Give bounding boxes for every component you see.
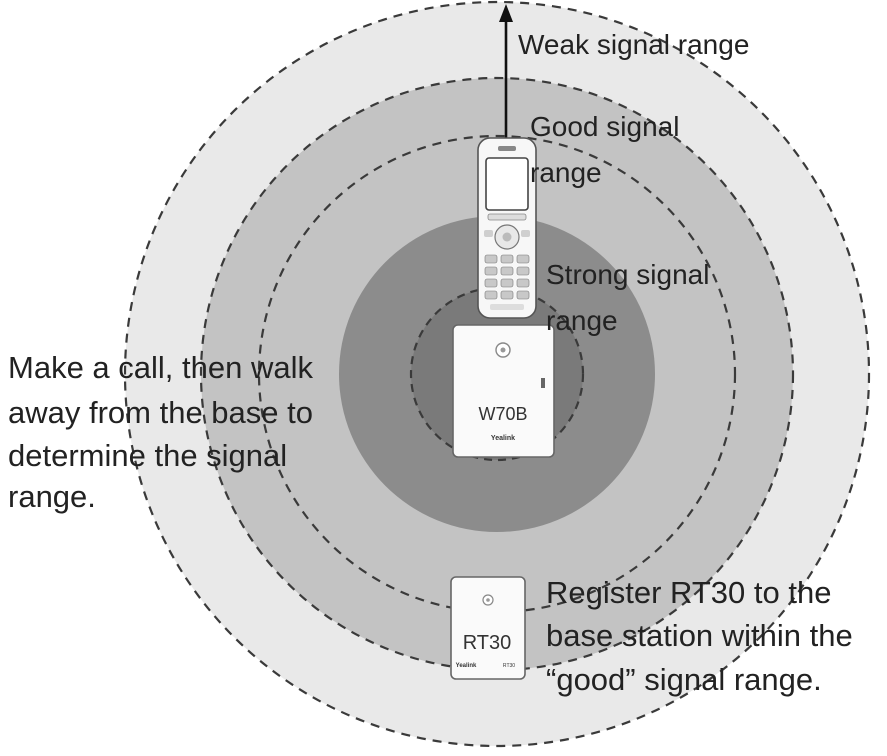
walk-test-line: away from the base to xyxy=(8,395,313,430)
strong-range-label-line: range xyxy=(546,305,618,336)
repeater-model: RT30 xyxy=(463,632,512,654)
repeater-icon: RT30 Yealink RT30 xyxy=(450,576,526,680)
register-line: “good” signal range. xyxy=(546,662,822,697)
weak-range-label: Weak signal range xyxy=(518,29,749,60)
good-range-label-line: range xyxy=(530,157,602,188)
base-station-model: W70B xyxy=(478,404,527,424)
arrow-up-icon xyxy=(499,4,513,138)
handset-icon xyxy=(477,137,537,319)
walk-test-instruction: Make a call, then walk away from the bas… xyxy=(8,350,322,514)
repeater-brand: Yealink xyxy=(456,663,477,669)
base-station-brand: Yealink xyxy=(491,435,515,442)
good-range-label-line: Good signal xyxy=(530,111,679,142)
register-line: Register RT30 to the xyxy=(546,575,831,610)
register-instruction: Register RT30 to the base station within… xyxy=(546,575,861,697)
good-range-label: Good signal range xyxy=(530,111,687,188)
walk-test-line: range. xyxy=(8,479,96,514)
walk-test-line: Make a call, then walk xyxy=(8,350,313,385)
register-line: base station within the xyxy=(546,618,853,653)
strong-range-label-line: Strong signal xyxy=(546,259,709,290)
walk-test-line: determine the signal xyxy=(8,438,287,473)
strong-range-label: Strong signal range xyxy=(546,259,717,336)
base-station-icon: W70B Yealink xyxy=(452,324,555,458)
repeater-tag: RT30 xyxy=(503,663,515,669)
